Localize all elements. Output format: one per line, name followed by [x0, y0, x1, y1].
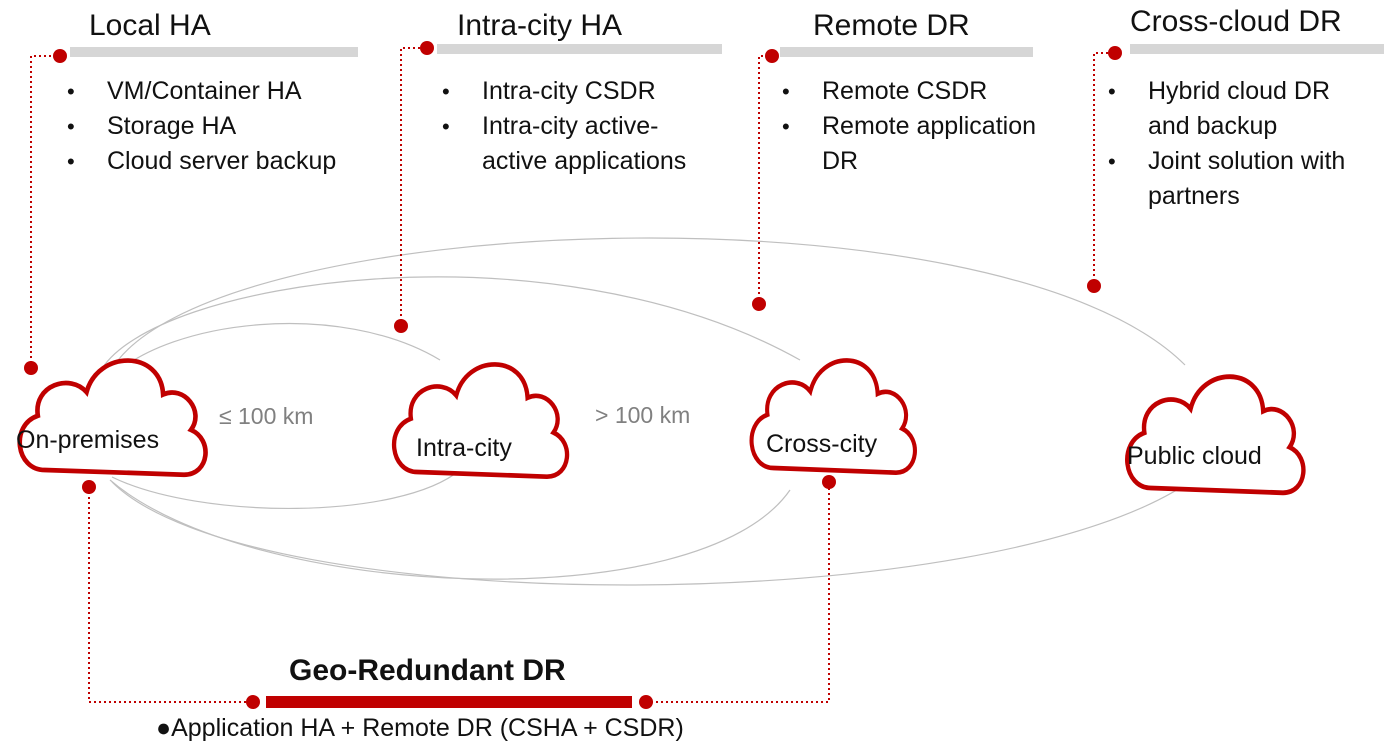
geo-redundant-note: ●Application HA + Remote DR (CSHA + CSDR… [156, 714, 684, 742]
list-item: Remote CSDR [782, 74, 1036, 109]
title-bar-intra-city-ha [437, 44, 722, 54]
cloud-on-premises-icon [20, 361, 206, 475]
list-item: Intra-city CSDR [442, 74, 686, 109]
section-title-intra-city-ha: Intra-city HA [457, 9, 623, 42]
section-title-local-ha: Local HA [89, 9, 211, 42]
dot-geo-left [246, 695, 260, 709]
orbit-intra-city [111, 323, 461, 509]
distance-label-far: > 100 km [595, 402, 691, 428]
dot-cross-city-orbit [752, 297, 766, 311]
connector-dots [24, 41, 1122, 709]
bullet-list-remote-dr: Remote CSDR Remote application DR [782, 74, 1036, 179]
dot-intra-city-orbit [394, 319, 408, 333]
bullet-list-cross-cloud-dr: Hybrid cloud DR and backup Joint solutio… [1108, 74, 1345, 214]
distance-label-near: ≤ 100 km [219, 403, 314, 429]
connector-geo-left [88, 487, 253, 703]
geo-redundant-title: Geo-Redundant DR [289, 654, 566, 687]
connector-intra-city-ha [400, 47, 427, 326]
dot-local-ha-top [53, 49, 67, 63]
section-title-remote-dr: Remote DR [813, 9, 970, 42]
cloud-label-intra-city: Intra-city [416, 434, 512, 462]
dot-cross-city-bottom [822, 475, 836, 489]
title-bar-cross-cloud-dr [1130, 44, 1384, 54]
list-item: Storage HA [67, 109, 336, 144]
title-bar-remote-dr [780, 47, 1033, 57]
dot-intra-city-ha-top [420, 41, 434, 55]
cloud-label-cross-city: Cross-city [766, 430, 878, 458]
cloud-public-cloud-icon [1127, 377, 1303, 493]
dot-geo-right [639, 695, 653, 709]
list-item: Hybrid cloud DR and backup [1108, 74, 1345, 144]
dot-on-premises [24, 361, 38, 375]
geo-redundant-bar [266, 696, 632, 708]
list-item: Cloud server backup [67, 144, 336, 179]
connector-remote-dr [758, 55, 772, 304]
orbit-lines [99, 237, 1196, 586]
dot-remote-dr-top [765, 49, 779, 63]
connector-geo-right [646, 482, 830, 703]
bullet-list-local-ha: VM/Container HA Storage HA Cloud server … [67, 74, 336, 179]
cloud-label-public-cloud: Public cloud [1127, 442, 1262, 470]
dot-on-premises-bottom [82, 480, 96, 494]
connector-local-ha [30, 55, 60, 368]
section-title-cross-cloud-dr: Cross-cloud DR [1130, 5, 1342, 38]
orbit-public-cloud [109, 237, 1196, 586]
list-item: Remote application DR [782, 109, 1036, 179]
list-item: Joint solution with partners [1108, 144, 1345, 214]
bullet-list-intra-city-ha: Intra-city CSDR Intra-city active- activ… [442, 74, 686, 179]
list-item: Intra-city active- active applications [442, 109, 686, 179]
title-bar-local-ha [70, 47, 358, 57]
dot-cross-cloud-dr-top [1108, 46, 1122, 60]
orbit-cross-city [99, 276, 801, 580]
cloud-label-on-premises: On-premises [16, 426, 160, 454]
dot-public-cloud-orbit [1087, 279, 1101, 293]
list-item: VM/Container HA [67, 74, 336, 109]
